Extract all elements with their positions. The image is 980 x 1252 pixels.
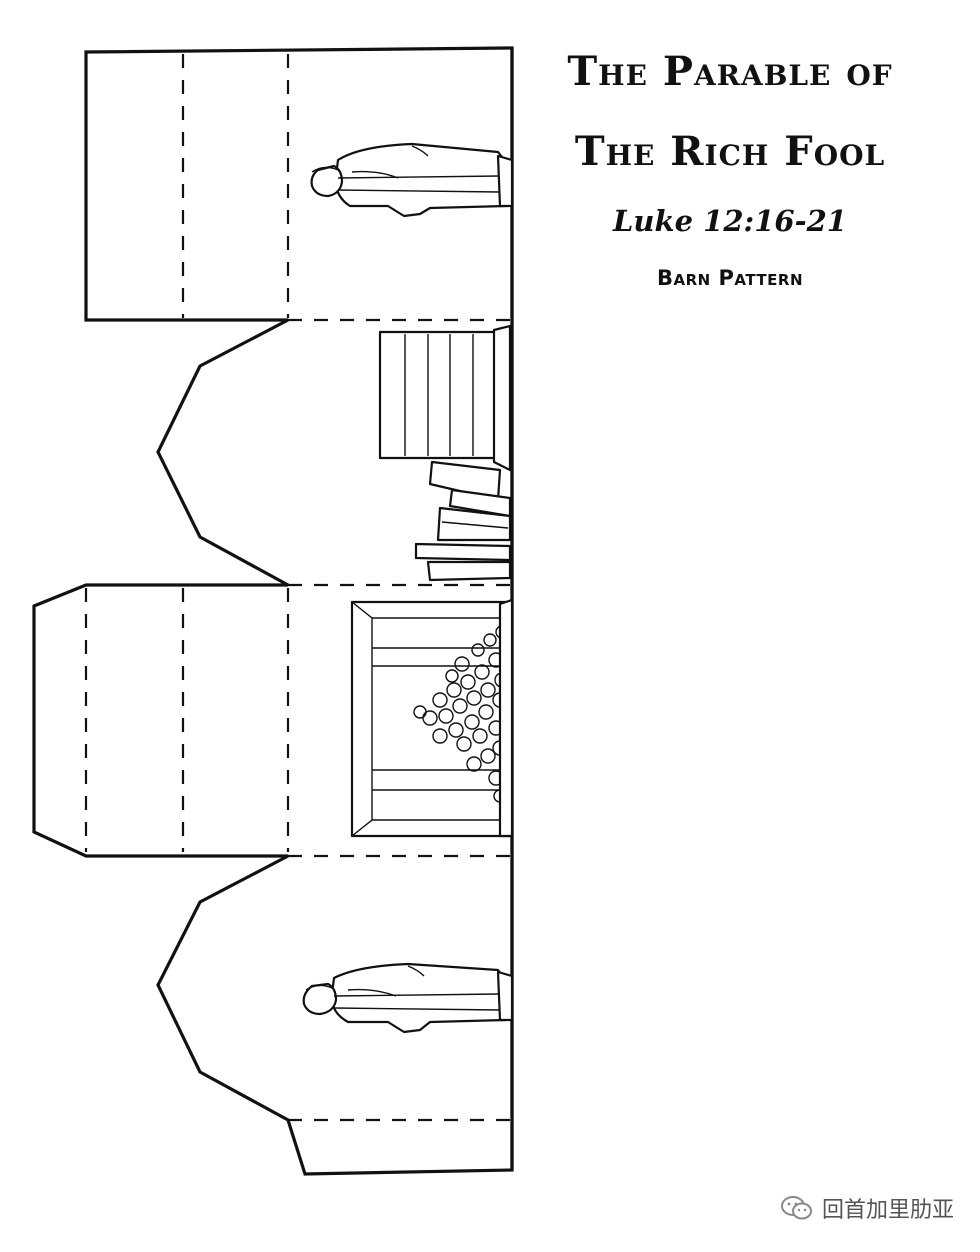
page-title-line-1: The Parable of [567,48,893,95]
barn-cut-outline [32,46,514,1176]
fold-lines [84,54,512,1122]
watermark: 回首加里肋亚 [780,1192,954,1224]
rich-man-illustration-top [310,142,514,218]
wechat-icon [780,1196,812,1220]
scripture-reference: Luke 12:16-21 [613,204,847,238]
rich-man-illustration-bottom [302,962,514,1034]
watermark-text: 回首加里肋亚 [821,1198,954,1223]
hay-stack-illustration [378,324,512,582]
page-title-line-2: The Rich Fool [574,128,886,175]
pattern-subtitle: Barn Pattern [656,266,804,290]
granary-door-illustration [350,598,514,838]
